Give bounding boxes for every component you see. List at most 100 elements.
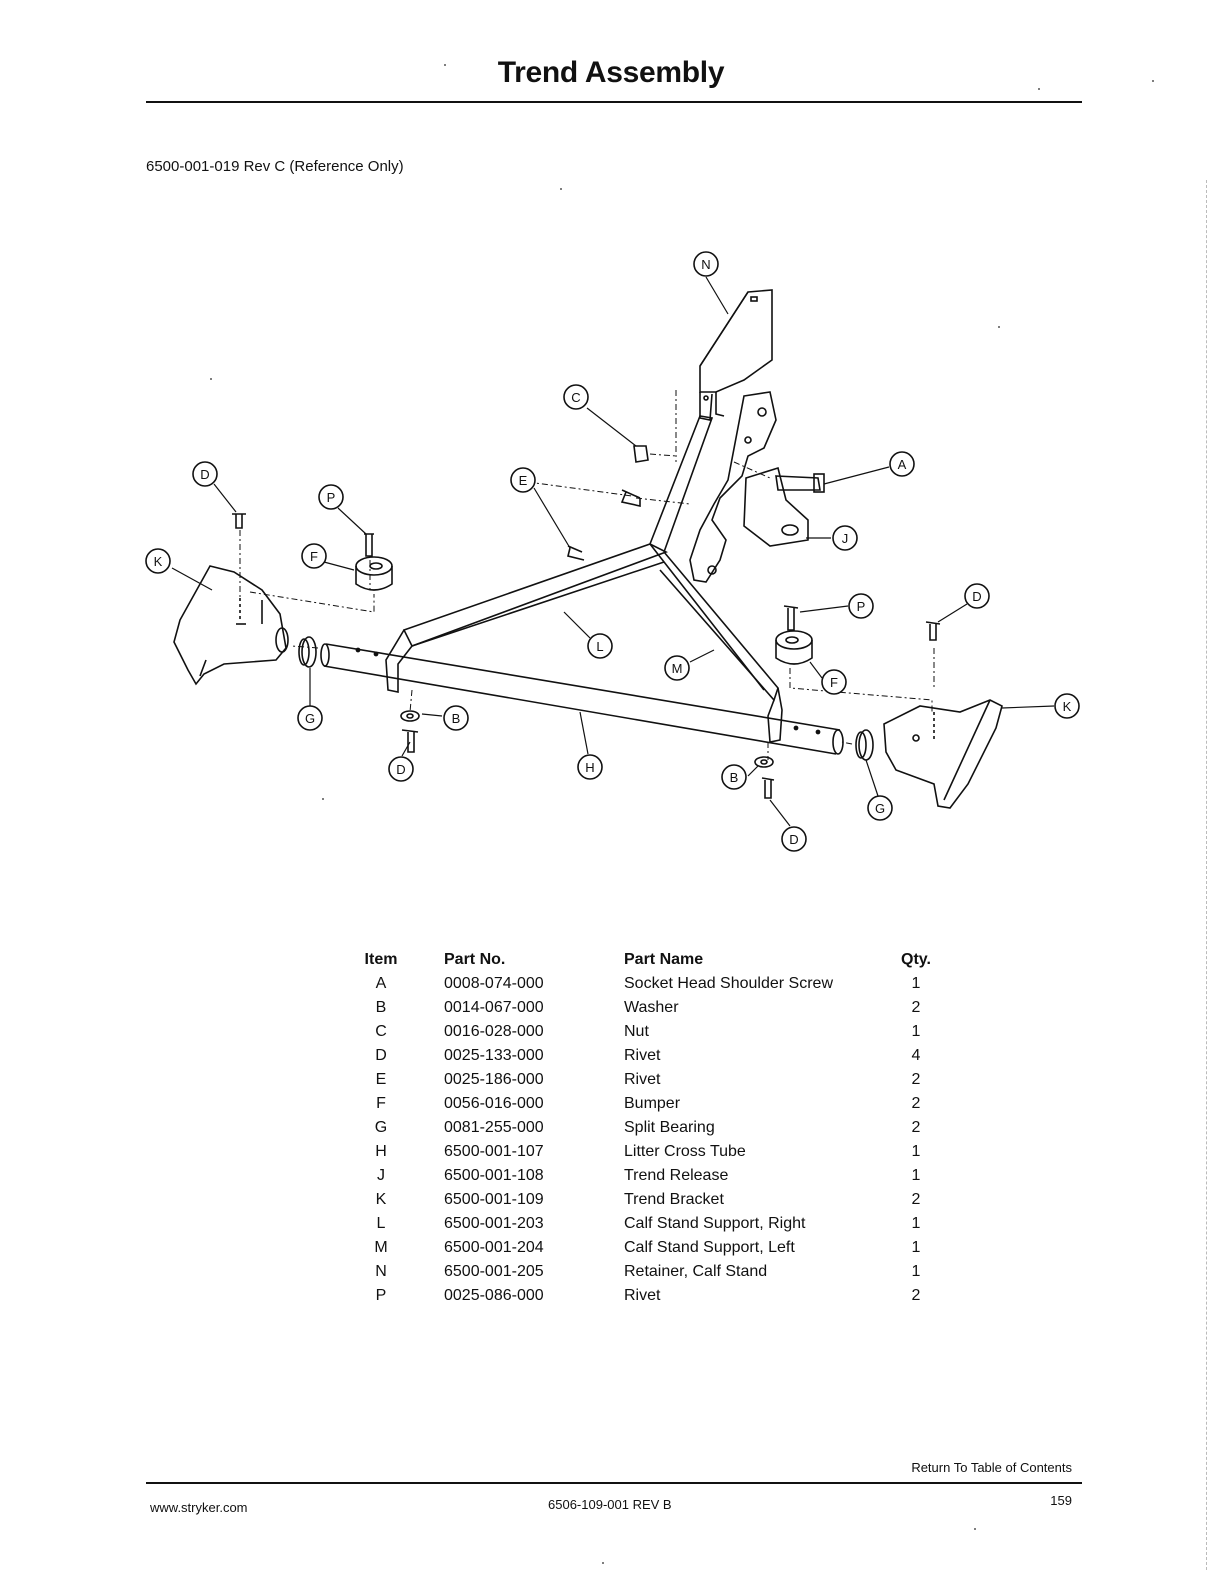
return-to-toc-link[interactable]: Return To Table of Contents: [911, 1460, 1072, 1475]
table-row: A 0008-074-000 Socket Head Shoulder Scre…: [330, 972, 946, 996]
table-row: L 6500-001-203 Calf Stand Support, Right…: [330, 1212, 946, 1236]
part-name-cell: Nut: [624, 1023, 649, 1040]
column-header-part-no: Part No.: [444, 951, 506, 968]
scan-speck: [1038, 88, 1040, 90]
header-divider: [146, 101, 1082, 103]
part-name-cell: Litter Cross Tube: [624, 1143, 746, 1160]
retainer-part: [699, 289, 773, 421]
left-trend-bracket-part: [173, 565, 289, 686]
part-number-cell: 0056-016-000: [444, 1095, 544, 1112]
item-cell: L: [376, 1215, 386, 1232]
quantity-cell: 2: [911, 999, 921, 1016]
callout-K: K: [145, 548, 171, 574]
part-number-cell: 6500-001-109: [444, 1191, 544, 1208]
split-bearing-parts: [298, 636, 874, 761]
item-cell: F: [376, 1095, 386, 1112]
quantity-cell: 2: [911, 1287, 921, 1304]
callout-label: B: [452, 711, 461, 726]
callout-J: J: [832, 525, 858, 551]
callout-label: D: [789, 832, 798, 847]
callout-label: G: [305, 711, 315, 726]
callout-label: C: [571, 390, 580, 405]
item-cell: M: [374, 1239, 388, 1256]
footer-divider: [146, 1482, 1082, 1484]
callout-F: F: [821, 669, 847, 695]
callout-label: B: [730, 770, 739, 785]
callout-B: B: [443, 705, 469, 731]
item-cell: E: [375, 1071, 387, 1088]
table-row: E 0025-186-000 Rivet 2: [330, 1068, 946, 1092]
callout-D: D: [388, 756, 414, 782]
quantity-cell: 1: [911, 1215, 921, 1232]
part-name-cell: Split Bearing: [624, 1119, 715, 1136]
callout-label: J: [842, 531, 849, 546]
item-cell: P: [375, 1287, 387, 1304]
callout-F: F: [301, 543, 327, 569]
part-number-cell: 6500-001-108: [444, 1167, 544, 1184]
callout-A: A: [889, 451, 915, 477]
callout-label: F: [310, 549, 318, 564]
right-trend-bracket-part: [883, 699, 1003, 809]
callout-label: F: [830, 675, 838, 690]
scan-speck: [974, 1528, 976, 1530]
item-cell: A: [375, 975, 387, 992]
callout-label: P: [857, 599, 866, 614]
item-cell: K: [375, 1191, 387, 1208]
part-name-cell: Socket Head Shoulder Screw: [624, 975, 833, 992]
scan-speck: [444, 64, 446, 66]
callout-D: D: [964, 583, 990, 609]
scan-speck: [322, 798, 324, 800]
part-name-cell: Calf Stand Support, Right: [624, 1215, 806, 1232]
part-name-cell: Washer: [624, 999, 679, 1016]
quantity-cell: 1: [911, 1239, 921, 1256]
table-row: D 0025-133-000 Rivet 4: [330, 1044, 946, 1068]
scan-edge-artifact: [1206, 180, 1207, 1570]
part-name-cell: Rivet: [624, 1287, 661, 1304]
part-number-cell: 0008-074-000: [444, 975, 544, 992]
callout-G: G: [297, 705, 323, 731]
fastener-parts: [232, 445, 941, 799]
part-name-cell: Trend Release: [624, 1167, 729, 1184]
part-number-cell: 0025-133-000: [444, 1047, 544, 1064]
assembly-guide-lines: [239, 390, 935, 760]
part-name-cell: Bumper: [624, 1095, 681, 1112]
part-number-cell: 0025-186-000: [444, 1071, 544, 1088]
callout-P: P: [318, 484, 344, 510]
quantity-cell: 2: [911, 1191, 921, 1208]
callout-D: D: [192, 461, 218, 487]
part-number-cell: 0081-255-000: [444, 1119, 544, 1136]
part-number-cell: 6500-001-205: [444, 1263, 544, 1280]
quantity-cell: 2: [911, 1095, 921, 1112]
scan-speck: [1152, 80, 1154, 82]
table-row: P 0025-086-000 Rivet 2: [330, 1284, 946, 1308]
part-number-cell: 0014-067-000: [444, 999, 544, 1016]
quantity-cell: 2: [911, 1071, 921, 1088]
callout-D: D: [781, 826, 807, 852]
callout-leader-lines: [171, 276, 1055, 827]
callout-label: K: [154, 554, 163, 569]
column-header-part-name: Part Name: [624, 951, 704, 968]
exploded-assembly-diagram: N C A E J D P F K L M G: [145, 251, 1080, 852]
callout-C: C: [563, 384, 589, 410]
column-header-item: Item: [364, 951, 398, 968]
callout-label: M: [672, 661, 683, 676]
table-row: B 0014-067-000 Washer 2: [330, 996, 946, 1020]
table-row: F 0056-016-000 Bumper 2: [330, 1092, 946, 1116]
part-name-cell: Rivet: [624, 1071, 661, 1088]
scan-speck: [210, 378, 212, 380]
bumper-parts: [355, 556, 813, 665]
part-name-cell: Rivet: [624, 1047, 661, 1064]
callout-label: N: [701, 257, 710, 272]
page-number: 159: [1050, 1493, 1072, 1508]
quantity-cell: 1: [911, 975, 921, 992]
item-cell: N: [375, 1263, 387, 1280]
table-row: J 6500-001-108 Trend Release 1: [330, 1164, 946, 1188]
item-cell: B: [375, 999, 387, 1016]
callout-H: H: [577, 754, 603, 780]
callout-label: G: [875, 801, 885, 816]
callout-M: M: [664, 655, 690, 681]
table-row: N 6500-001-205 Retainer, Calf Stand 1: [330, 1260, 946, 1284]
quantity-cell: 2: [911, 1119, 921, 1136]
litter-cross-tube-part: [320, 643, 844, 755]
calf-stand-support-frame: [385, 415, 783, 743]
